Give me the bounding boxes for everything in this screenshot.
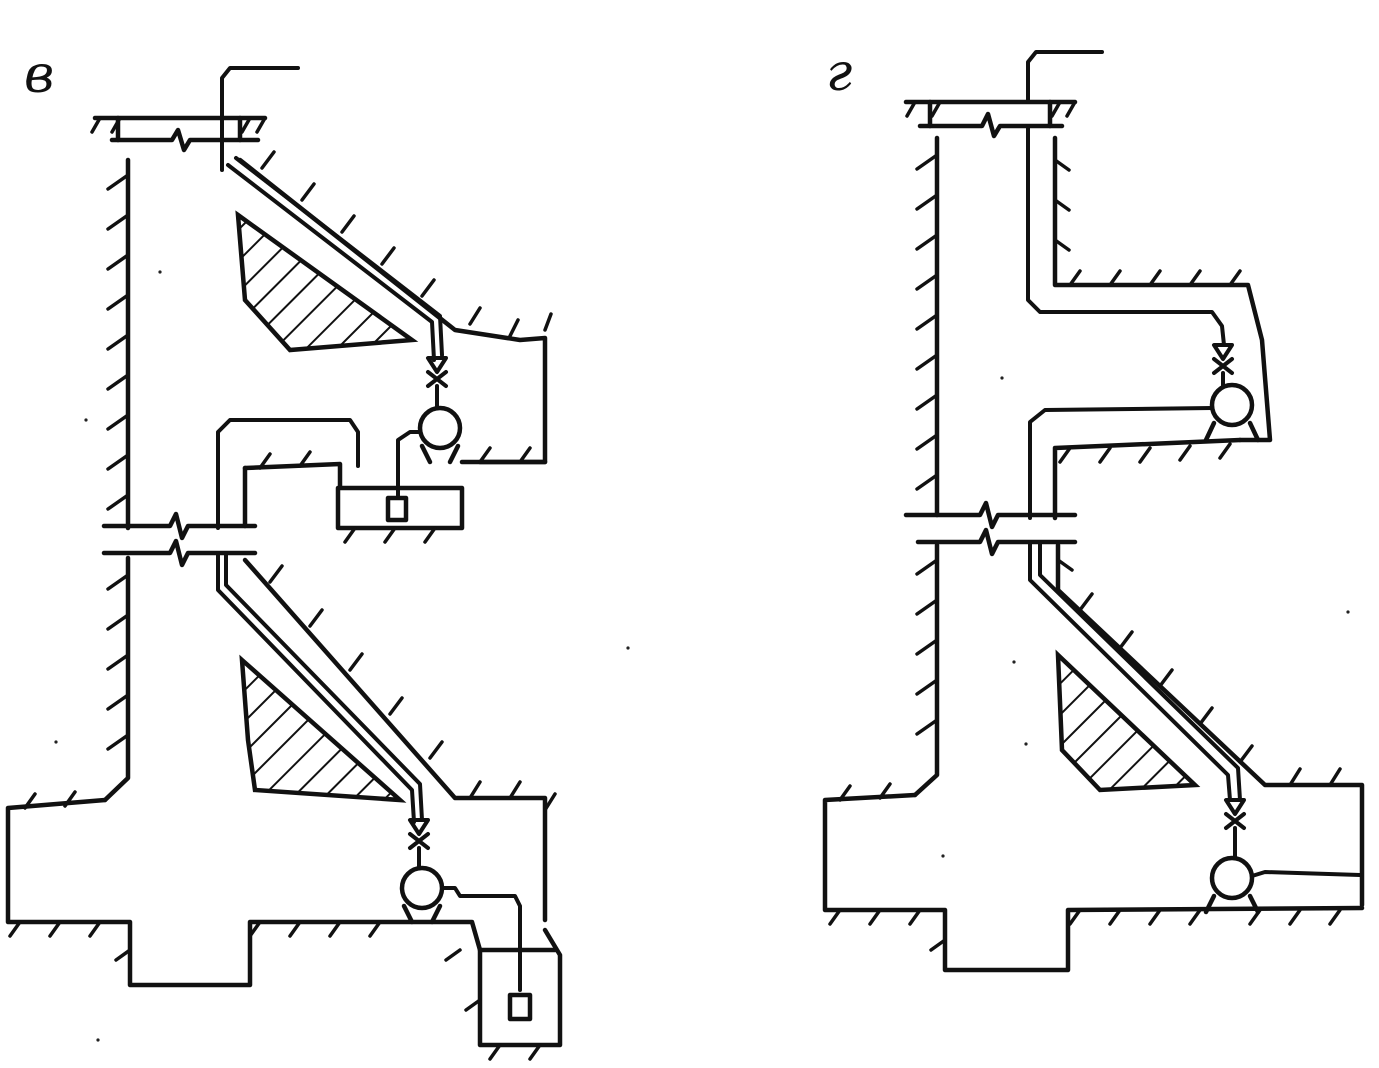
upper-drift-g	[1026, 124, 1273, 521]
panel-g: г	[822, 43, 1365, 973]
pump-lower-g	[1209, 855, 1255, 901]
pit-bottom-v	[5, 790, 563, 1061]
lower-incline-g	[1028, 540, 1365, 915]
middle-slab-g	[903, 500, 1078, 557]
hatched-pillar-upper-v	[235, 210, 419, 353]
shaft-left-wall-g	[912, 135, 940, 798]
float-box-lower-v	[507, 992, 533, 1022]
upper-incline-v	[235, 150, 553, 465]
shaft-left-wall-v	[102, 157, 131, 803]
middle-level-v	[216, 418, 548, 544]
panel-v: в	[5, 45, 563, 1061]
lower-pipe-v	[216, 551, 522, 992]
surface-slab-v	[90, 115, 268, 153]
pump-lower-v	[399, 865, 445, 911]
pit-bottom-g	[822, 782, 1365, 973]
pump-upper-v	[417, 405, 463, 451]
hatched-pillar-lower-g	[1055, 649, 1201, 793]
panel-label-v: в	[24, 45, 54, 105]
upper-pipe-v	[220, 66, 463, 465]
scan-specks	[54, 270, 1350, 1042]
hatched-pillar-lower-v	[239, 654, 407, 803]
middle-slab-v	[101, 511, 258, 568]
float-box-middle-v	[385, 495, 409, 523]
pump-upper-g	[1209, 382, 1255, 428]
lower-incline-v	[239, 557, 557, 923]
panel-label-g: г	[826, 43, 852, 103]
surface-slab-g	[903, 50, 1104, 139]
